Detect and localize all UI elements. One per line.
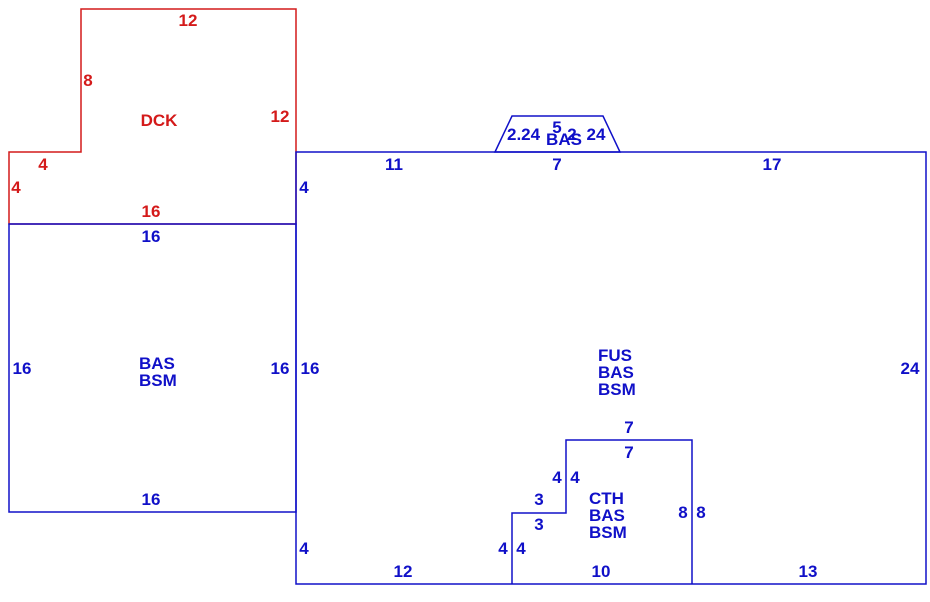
bay-outline <box>493 115 622 153</box>
left-dim-bottom: 16 <box>142 490 161 509</box>
cutout-dim-step-top-outer: 3 <box>534 490 543 509</box>
deck-dim-left-lower: 4 <box>11 178 21 197</box>
cutout-dim-step-top-inner: 3 <box>534 515 543 534</box>
main-section-outline <box>295 151 927 585</box>
main-dim-top-right: 17 <box>763 155 782 174</box>
left-dim-right: 16 <box>271 359 290 378</box>
left-area-label-1: BAS <box>139 354 175 373</box>
main-dim-top-mid: 7 <box>552 155 561 174</box>
cutout-dim-low-left-outer: 4 <box>498 539 508 558</box>
cutout-area-label-3: BSM <box>589 523 627 542</box>
cutout-dim-top-outer: 7 <box>624 418 633 437</box>
cutout-dim-low-left-inner: 4 <box>516 539 526 558</box>
main-dim-top-left: 11 <box>385 155 403 174</box>
deck-dim-step-top: 4 <box>38 155 48 174</box>
main-area-label-3: BSM <box>598 380 636 399</box>
deck-area-label: DCK <box>141 111 179 130</box>
main-dim-left-upper: 4 <box>299 178 309 197</box>
main-area-label-2: BAS <box>598 363 634 382</box>
cutout-dim-right-outer: 8 <box>696 503 705 522</box>
cutout-area-label-1: CTH <box>589 489 624 508</box>
bay-dim-right-diag: 24 <box>587 125 606 144</box>
bay-dim-mid: 2 <box>567 125 576 144</box>
bay-dim-left-diag: 2.24 <box>507 125 541 144</box>
cutout-dim-step-left-outer: 4 <box>552 468 562 487</box>
main-dim-bottom-left: 12 <box>394 562 413 581</box>
deck-dim-top: 12 <box>179 11 198 30</box>
left-dim-left: 16 <box>13 359 32 378</box>
bay-area-label: BAS <box>546 130 582 149</box>
left-area-label-2: BSM <box>139 371 177 390</box>
main-area-label-1: FUS <box>598 346 632 365</box>
bay-dim-top: 5 <box>552 118 561 137</box>
main-dim-left-lower: 4 <box>299 539 309 558</box>
deck-dim-bottom: 16 <box>142 202 161 221</box>
cutout-dim-top-inner: 7 <box>624 443 633 462</box>
main-dim-left-mid: 16 <box>301 359 320 378</box>
main-dim-bottom-right: 13 <box>799 562 818 581</box>
cutout-dim-right-inner: 8 <box>678 503 687 522</box>
cutout-outline <box>511 439 693 584</box>
deck-dim-right: 12 <box>271 107 290 126</box>
deck-dim-left-upper: 8 <box>83 71 92 90</box>
cutout-area-label-2: BAS <box>589 506 625 525</box>
main-dim-right: 24 <box>901 359 920 378</box>
cutout-dim-step-left-inner: 4 <box>570 468 580 487</box>
cutout-dim-bottom: 10 <box>592 562 611 581</box>
left-dim-top: 16 <box>142 227 161 246</box>
